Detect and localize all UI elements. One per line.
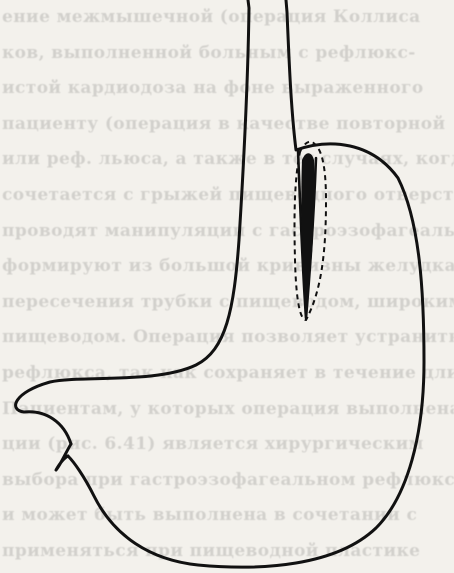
pylorus-outline (56, 444, 71, 470)
lesser-curvature-outline (16, 0, 249, 444)
